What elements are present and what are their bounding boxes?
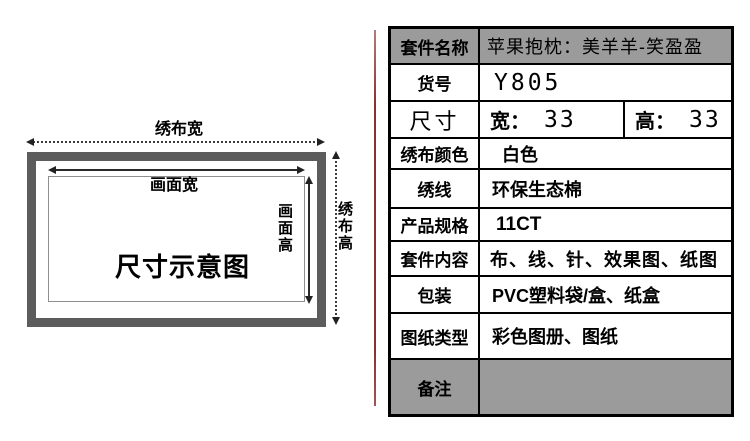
row-label: 绣布颜色 — [391, 139, 480, 168]
cloth-width-label: 绣布宽 — [133, 121, 225, 140]
arrowhead-left-icon — [26, 138, 34, 146]
height-field-value: 33 — [689, 106, 721, 133]
row-label: 包装 — [391, 277, 480, 312]
row-value: 彩色图册、图纸 — [492, 327, 618, 347]
table-row-cloth-color: 绣布颜色 白色 — [391, 139, 731, 170]
arrowhead-left-icon — [48, 166, 56, 174]
row-value: PVC塑料袋/盒、纸盒 — [492, 285, 661, 306]
cloth-width-dimension-arrow — [26, 138, 325, 146]
table-row-kit-contents: 套件内容 布、线、针、效果图、纸图 — [391, 242, 731, 277]
arrowhead-down-icon — [332, 317, 340, 325]
red-divider-line — [374, 30, 376, 406]
table-row-product-spec: 产品规格 11CT — [391, 209, 731, 242]
row-label: 套件名称 — [391, 29, 480, 63]
table-row-item-number: 货号 Y805 — [391, 65, 731, 102]
table-row-kit-name: 套件名称 苹果抱枕：美羊羊-笑盈盈 — [391, 29, 731, 65]
row-value: 布、线、针、效果图、纸图 — [490, 249, 718, 270]
picture-height-dimension-arrow — [305, 176, 313, 304]
table-row-packaging: 包装 PVC塑料袋/盒、纸盒 — [391, 277, 731, 314]
size-width-cell: 宽： 33 — [480, 102, 625, 137]
row-label: 套件内容 — [391, 242, 480, 275]
arrowhead-up-icon — [332, 151, 340, 159]
spec-table: 套件名称 苹果抱枕：美羊羊-笑盈盈 货号 Y805 尺寸 宽： 33 高： 33… — [388, 26, 734, 417]
row-value: Y805 — [494, 69, 562, 96]
row-value: 白色 — [502, 144, 538, 165]
diagram-title: 尺寸示意图 — [114, 252, 250, 282]
row-value — [480, 360, 731, 414]
picture-height-label: 画面高 — [276, 203, 293, 254]
row-label: 备注 — [391, 360, 480, 414]
picture-width-dimension-arrow — [48, 166, 305, 174]
arrowhead-up-icon — [305, 176, 313, 184]
table-row-remarks: 备注 — [391, 360, 731, 414]
picture-width-label: 画面宽 — [139, 177, 209, 196]
cloth-height-label: 绣布高 — [336, 201, 353, 252]
cloth-height-dimension-arrow — [332, 151, 340, 325]
row-value: 苹果抱枕：美羊羊-笑盈盈 — [487, 37, 703, 57]
row-label: 尺寸 — [391, 102, 480, 137]
table-row-size: 尺寸 宽： 33 高： 33 — [391, 102, 731, 139]
arrowhead-down-icon — [305, 296, 313, 304]
row-label: 货号 — [391, 65, 480, 100]
arrowhead-right-icon — [297, 166, 305, 174]
row-label: 图纸类型 — [391, 314, 480, 358]
row-label: 产品规格 — [391, 209, 480, 240]
size-height-cell: 高： 33 — [625, 102, 731, 137]
arrowhead-right-icon — [317, 138, 325, 146]
height-field-name: 高： — [635, 111, 675, 133]
row-value: 11CT — [496, 213, 542, 235]
picture-area-outline — [48, 176, 305, 302]
width-field-name: 宽： — [490, 111, 530, 133]
table-row-thread: 绣线 环保生态棉 — [391, 170, 731, 209]
width-field-value: 33 — [544, 106, 576, 133]
row-value: 环保生态棉 — [492, 179, 582, 200]
row-label: 绣线 — [391, 170, 480, 207]
table-row-chart-type: 图纸类型 彩色图册、图纸 — [391, 314, 731, 360]
